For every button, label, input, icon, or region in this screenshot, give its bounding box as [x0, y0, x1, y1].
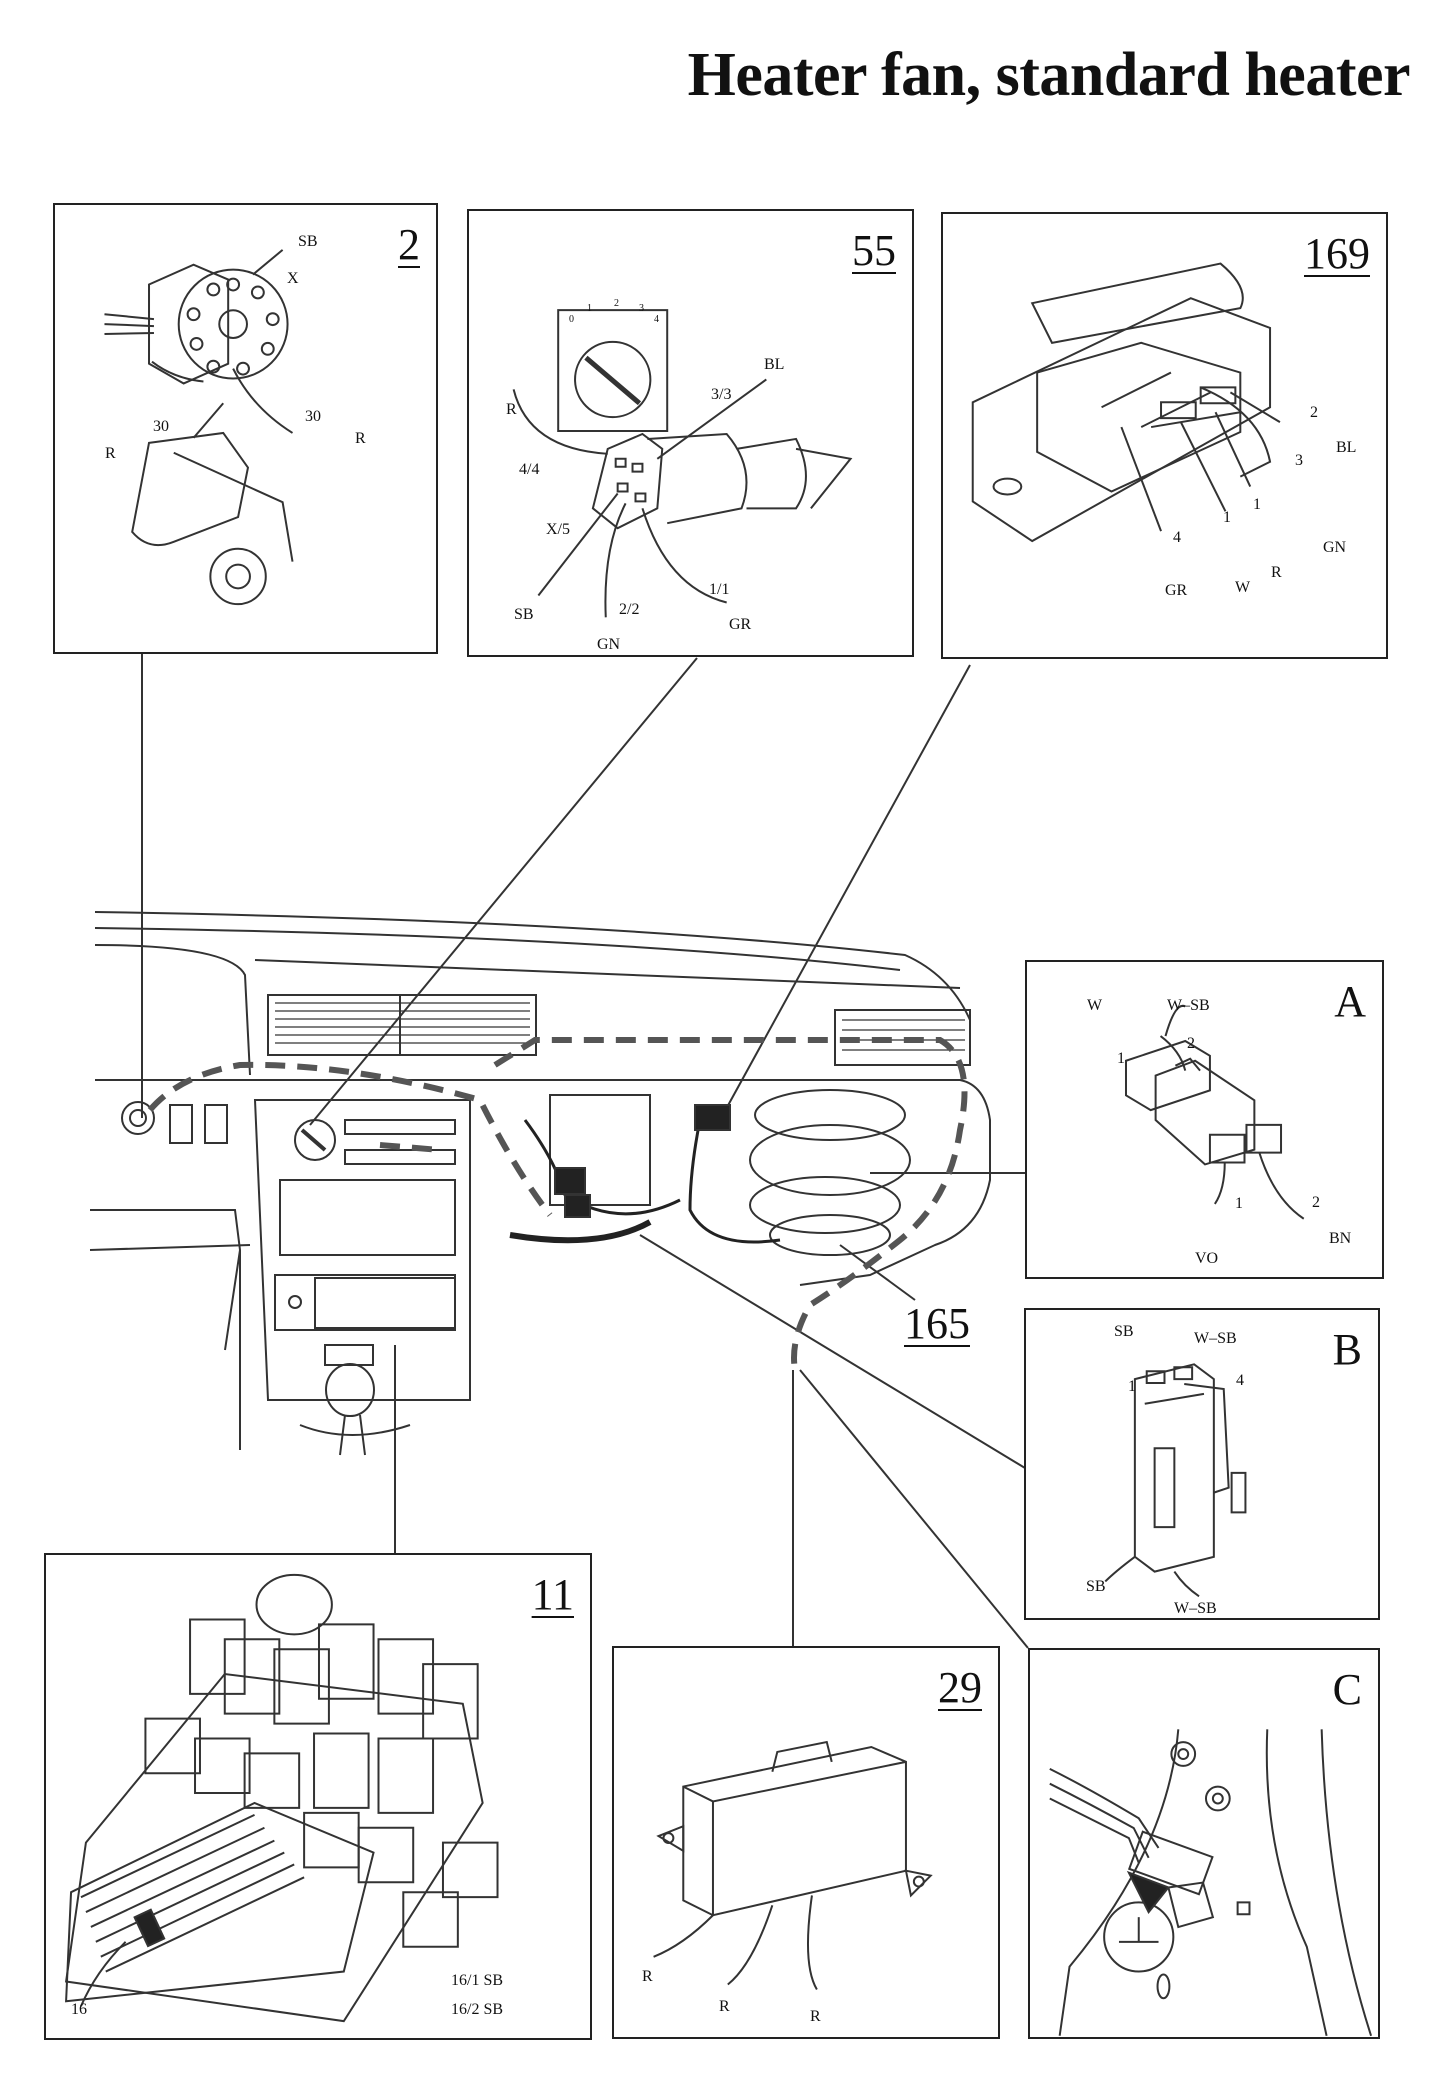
label-r-a: R [105, 445, 116, 462]
panel-55-id: 55 [852, 226, 896, 275]
fan-resistor-drawing [943, 214, 1386, 657]
label-w-sb: W–SB [1167, 997, 1210, 1014]
label-r3: R [810, 2008, 821, 2025]
label-1-1: 1/1 [709, 581, 730, 598]
label-r: R [506, 401, 517, 418]
panel-55-fan-switch: 55 0 1 2 3 4 BL 3/3 R 4/4 X/5 SB 2/2 GN … [467, 209, 914, 657]
relay-fuse-box-drawing [46, 1555, 590, 2038]
panel-2-id: 2 [398, 220, 420, 269]
panel-169-id: 169 [1304, 229, 1370, 278]
label-x: X [287, 270, 299, 287]
label-r-b: R [355, 430, 366, 447]
label-4: 4 [1236, 1372, 1244, 1389]
page-title: Heater fan, standard heater [687, 41, 1411, 109]
label-16-1-sb: 16/1 SB [451, 1972, 504, 1989]
fan-switch-drawing [469, 211, 912, 655]
label-r2: R [719, 1998, 730, 2015]
label-4-4: 4/4 [519, 461, 540, 478]
label-sb: SB [514, 606, 534, 623]
label-w: W [1235, 579, 1251, 596]
dial-0: 0 [569, 314, 574, 325]
label-gn: GN [597, 636, 621, 653]
label-1: 1 [1117, 1050, 1125, 1067]
label-vo: VO [1195, 1250, 1219, 1267]
label-bl: BL [1336, 439, 1357, 456]
label-2: 2 [1187, 1035, 1195, 1052]
dial-1: 1 [587, 303, 592, 314]
label-r1: R [642, 1968, 653, 1985]
panel-b-id: B [1332, 1325, 1362, 1374]
panel-169-fan-resistor: 169 2 BL 3 GN 1 1 4 GR W R [941, 212, 1388, 659]
panel-29-control-unit: 29 R R R [612, 1646, 1000, 2039]
panel-a-connector: A W W–SB 1 2 1 2 VO BN [1025, 960, 1384, 1279]
panel-c-id: C [1332, 1665, 1362, 1714]
panel-29-id: 29 [938, 1663, 982, 1712]
label-3-3: 3/3 [711, 386, 732, 403]
label-30a: 30 [153, 418, 169, 435]
dial-2: 2 [614, 298, 619, 309]
ignition-switch-drawing [55, 205, 436, 652]
panel-a-id: A [1334, 977, 1366, 1026]
label-16: 16 [71, 2001, 87, 2018]
label-x-5: X/5 [546, 521, 570, 538]
label-sb: SB [298, 233, 318, 250]
label-2-2: 2/2 [619, 601, 640, 618]
label-3: 3 [1295, 452, 1303, 469]
panel-2-ignition-switch: 2 SB X 30 30 R R [53, 203, 438, 654]
label-2: 2 [1310, 404, 1318, 421]
label-w-sb-top: W–SB [1194, 1330, 1237, 1347]
label-bn: BN [1329, 1230, 1352, 1247]
label-1b: 1 [1253, 496, 1261, 513]
label-2b: 2 [1312, 1194, 1320, 1211]
label-4: 4 [1173, 529, 1181, 546]
label-gr: GR [729, 616, 752, 633]
panel-b-connector: B SB W–SB 1 4 SB W–SB [1024, 1308, 1380, 1620]
panel-11-relay-fuse-box: 11 16 16/1 SB 16/2 SB [44, 1553, 592, 2040]
label-bl: BL [764, 356, 785, 373]
connector-b-drawing [1026, 1310, 1378, 1618]
label-gr: GR [1165, 582, 1188, 599]
label-1b: 1 [1235, 1195, 1243, 1212]
label-w: W [1087, 997, 1103, 1014]
label-r: R [1271, 564, 1282, 581]
label-w-sb-bottom: W–SB [1174, 1600, 1217, 1617]
label-16-2-sb: 16/2 SB [451, 2001, 504, 2018]
label-30b: 30 [305, 408, 321, 425]
dial-3: 3 [639, 303, 644, 314]
panel-c-ground-point: C [1028, 1648, 1380, 2039]
label-sb-bottom: SB [1086, 1578, 1106, 1595]
control-unit-drawing [614, 1648, 998, 2037]
label-gn: GN [1323, 539, 1347, 556]
panel-11-id: 11 [531, 1570, 574, 1619]
connector-a-drawing [1027, 962, 1382, 1277]
ground-point-drawing [1030, 1650, 1378, 2037]
dial-4: 4 [654, 314, 659, 325]
label-1: 1 [1128, 1378, 1136, 1395]
component-165-label: 165 [904, 1299, 970, 1348]
label-sb-top: SB [1114, 1323, 1134, 1340]
label-1a: 1 [1223, 509, 1231, 526]
